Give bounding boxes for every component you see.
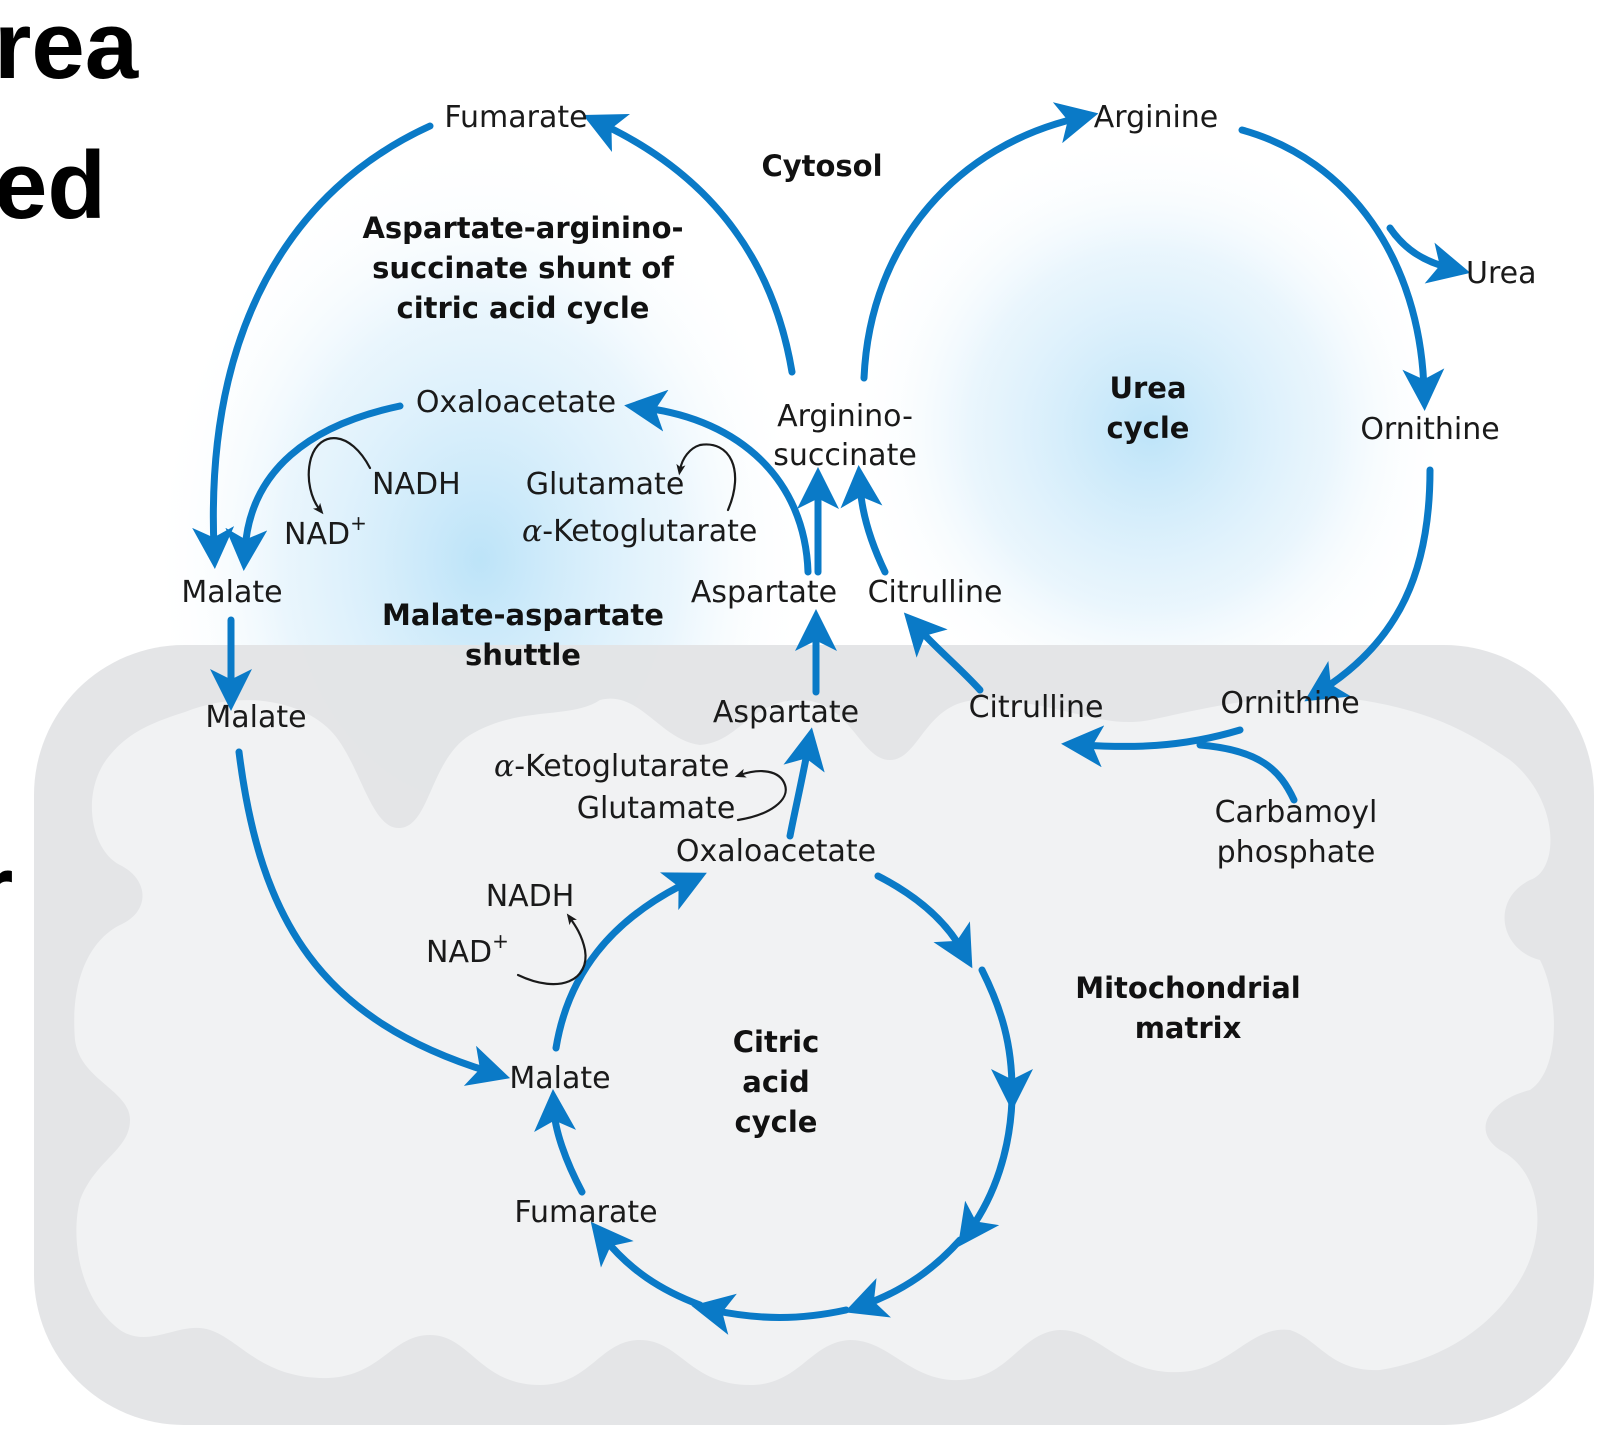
label-argsucc-line-1: Arginino-	[777, 399, 913, 434]
label-ornithine-mito: Ornithine	[1220, 686, 1359, 721]
arrow-nad-to-nadh-mito	[516, 913, 587, 986]
label-citrulline-cyto: Citrulline	[868, 575, 1003, 610]
label-akg-top: α-Ketoglutarate	[522, 514, 757, 549]
label-nad-mito: NAD+	[426, 929, 509, 970]
label-aspartate-cyto: Aspartate	[691, 575, 837, 610]
label-matrix-line-2: matrix	[1135, 1011, 1242, 1045]
label-nad-top: NAD+	[284, 511, 367, 552]
slide-fragments: rea ed r	[0, 0, 139, 943]
label-fumarate-top: Fumarate	[444, 100, 587, 135]
label-glutamate-top: Glutamate	[526, 467, 685, 502]
mitochondrion	[34, 645, 1594, 1425]
slide-fragment-2: ed	[0, 132, 106, 239]
arrow-nadh-to-nad-cyto	[307, 437, 372, 515]
label-nadh-top: NADH	[372, 467, 461, 502]
label-citric-cycle-line-3: cycle	[735, 1105, 818, 1139]
arrow-tca-segment-1	[874, 872, 973, 969]
label-urea-cycle-line-1: Urea	[1109, 371, 1186, 405]
arrow-malate-to-oxaloacetate-tca	[552, 872, 707, 1052]
arrow-tca-segment-2	[978, 966, 1033, 1111]
arrow-fumarate-to-malate	[192, 122, 434, 569]
label-citric-cycle-line-2: acid	[742, 1065, 809, 1099]
label-akg-mito: α-Ketoglutarate	[494, 749, 729, 784]
label-arginine: Arginine	[1094, 100, 1219, 135]
arrow-glutamate-to-akg-cyto	[676, 443, 737, 512]
arrow-aspartate-to-oxaloacetate-cyto	[624, 389, 812, 576]
label-fumarate-tca: Fumarate	[514, 1195, 657, 1230]
label-urea: Urea	[1466, 256, 1536, 291]
arrow-citrulline-mito-to-cyto	[903, 612, 984, 694]
label-carbamoyl-line-1: Carbamoyl	[1215, 795, 1378, 830]
label-malate-tca: Malate	[509, 1061, 610, 1096]
mitochondrion-inner-membrane	[74, 696, 1554, 1385]
arrow-tca-segment-3	[957, 1096, 1016, 1248]
label-shunt-line-3: citric acid cycle	[397, 291, 650, 325]
arrow-malate-mito-to-tca	[235, 748, 511, 1086]
arrow-argsucc-to-fumarate	[583, 114, 796, 376]
label-oxaloacetate-top: Oxaloacetate	[416, 385, 616, 420]
region-labels: Cytosol Aspartate-arginino- succinate sh…	[362, 149, 1300, 1139]
arrow-citrulline-to-argsucc	[840, 465, 889, 576]
arrow-argsucc-to-arginine	[860, 102, 1099, 382]
label-citric-cycle-line-1: Citric	[733, 1025, 820, 1059]
label-matrix-line-1: Mitochondrial	[1075, 971, 1301, 1005]
label-citrulline-mito: Citrulline	[969, 690, 1104, 725]
label-urea-cycle-line-2: cycle	[1107, 411, 1190, 445]
arrow-glutamate-to-akg-mito	[734, 768, 787, 822]
arrow-ornithine-to-citrulline-mito	[1061, 725, 1244, 768]
metabolite-labels: Fumarate Arginine Urea Oxaloacetate Argi…	[181, 100, 1536, 1230]
label-shunt-line-1: Aspartate-arginino-	[362, 211, 683, 245]
label-glutamate-mito: Glutamate	[577, 791, 736, 826]
arrow-ornithine-cyto-to-mito	[1304, 466, 1434, 702]
pathway-arrows	[192, 102, 1471, 1335]
label-aspartate-mito: Aspartate	[713, 695, 859, 730]
label-malate-mito: Malate	[205, 700, 306, 735]
arrow-oxaloacetate-to-malate-cyto	[225, 402, 404, 571]
arrow-fumarate-to-malate-tca	[534, 1089, 586, 1196]
label-malate-cyto: Malate	[181, 575, 282, 610]
arrow-tca-segment-4	[844, 1236, 964, 1318]
label-argsucc-line-2: succinate	[773, 438, 917, 473]
label-shunt-line-2: succinate shunt of	[372, 251, 674, 285]
label-cytosol: Cytosol	[761, 149, 882, 183]
label-shuttle-line-1: Malate-aspartate	[382, 598, 664, 632]
label-oxaloacetate-mito: Oxaloacetate	[676, 834, 876, 869]
arrow-carbamoyl-to-citrulline	[1196, 741, 1298, 804]
arrow-oxaloacetate-to-aspartate-mito	[783, 727, 825, 840]
label-ornithine-top: Ornithine	[1360, 412, 1499, 447]
arrow-tca-segment-5	[691, 1293, 850, 1335]
slide-fragment-3: r	[0, 836, 13, 943]
cofactor-arrows	[307, 437, 787, 986]
label-nadh-mito: NADH	[486, 879, 575, 914]
arrow-arginine-to-ornithine	[1238, 126, 1445, 411]
arrow-tca-segment-6	[590, 1221, 704, 1309]
slide-fragment-1: rea	[0, 0, 139, 99]
label-carbamoyl-line-2: phosphate	[1217, 835, 1376, 870]
label-shuttle-line-2: shuttle	[465, 638, 581, 672]
arrow-to-urea	[1386, 224, 1471, 284]
